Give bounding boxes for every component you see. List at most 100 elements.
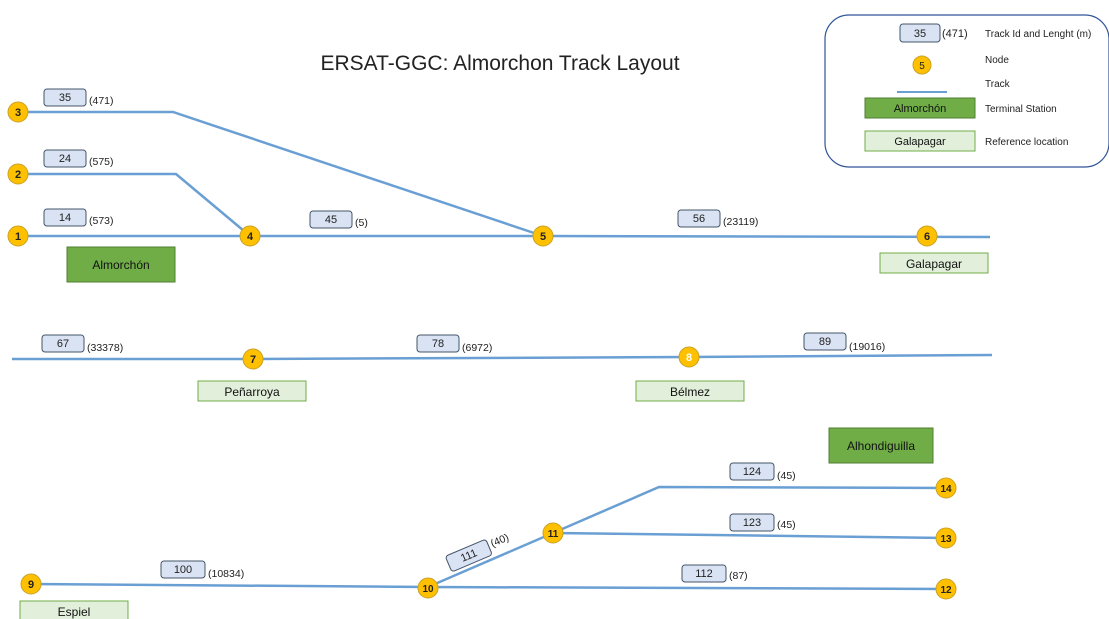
node-13: 13: [935, 527, 957, 549]
track-lines: [12, 110, 993, 591]
track-label-14: 14 (573): [43, 208, 114, 227]
track-id: 100: [174, 564, 192, 576]
track-line-89: [688, 353, 993, 359]
track-line-111: [427, 531, 554, 589]
track-id-box: [681, 564, 727, 583]
node-number: 9: [28, 579, 34, 591]
node-circle: [242, 348, 264, 370]
node-circle: [935, 527, 957, 549]
node-2: 2: [7, 163, 29, 185]
node-circle: [239, 225, 261, 247]
node-number: 14: [940, 484, 952, 495]
legend-reference-box: [864, 130, 976, 152]
node-number: 8: [686, 352, 692, 364]
track-line-78: [252, 355, 690, 361]
legend-track-id-label: Track Id and Lenght (m): [985, 29, 1091, 40]
track-id-box: [41, 334, 85, 353]
node-circle: [7, 101, 29, 123]
track-id-box: [309, 210, 353, 229]
station-box-alhondiguilla: [828, 427, 934, 464]
track-id-box: [729, 462, 775, 481]
station-alhondiguilla: Alhondiguilla: [847, 439, 915, 453]
station-galapagar: Galapagar: [906, 257, 962, 271]
node-circle: [678, 346, 700, 368]
node-5: 5: [532, 225, 554, 247]
track-length: (573): [89, 215, 114, 227]
track-id-box: [43, 88, 87, 107]
track-label-111: 111 (40): [445, 532, 511, 572]
node-10: 10: [417, 577, 439, 599]
track-length: (19016): [849, 341, 885, 353]
track-length: (575): [89, 156, 114, 168]
node-3: 3: [7, 101, 29, 123]
track-id-box: [677, 209, 721, 228]
track-label-112: 112 (87): [681, 564, 748, 583]
node-number: 7: [250, 354, 256, 366]
node-number: 4: [247, 231, 254, 243]
track-label-89: 89 (19016): [803, 332, 885, 353]
track-label-45: 45 (5): [309, 210, 368, 229]
legend-track-label: Track: [985, 79, 1011, 90]
track-id-box: [803, 332, 847, 351]
track-id: 45: [325, 214, 337, 226]
track-label-24: 24 (575): [43, 149, 114, 168]
station-belmez: Bélmez: [670, 385, 710, 399]
track-id: 56: [693, 213, 705, 225]
track-length: (10834): [208, 568, 244, 580]
legend-node-icon: [912, 55, 932, 75]
track-id-box: [729, 513, 775, 532]
track-label-67: 67 (33378): [41, 334, 123, 354]
node-8: 8: [678, 346, 700, 368]
track-id: 124: [743, 466, 761, 478]
track-length: (6972): [462, 342, 492, 354]
node-number: 13: [940, 534, 952, 545]
node-number: 1: [15, 231, 21, 243]
node-11: 11: [542, 522, 564, 544]
track-id-box: [160, 560, 206, 579]
node-number: 6: [924, 231, 930, 243]
track-id: 112: [695, 568, 713, 580]
track-id: 67: [57, 338, 69, 350]
track-id: 24: [59, 153, 71, 165]
node-6: 6: [916, 225, 938, 247]
track-id: 89: [819, 336, 831, 348]
station-box-almorchon: [66, 246, 176, 283]
node-4: 4: [239, 225, 261, 247]
node-number: 12: [940, 585, 952, 596]
track-id: 78: [432, 338, 444, 350]
station-box-galapagar: [879, 252, 989, 274]
node-7: 7: [242, 348, 264, 370]
track-length: (87): [729, 570, 748, 582]
track-label-123: 123 (45): [729, 513, 796, 532]
legend-node-number: 5: [919, 61, 925, 72]
legend-reference-name: Galapagar: [894, 136, 946, 148]
track-line-56: [542, 234, 991, 239]
legend-track-length: (471): [942, 28, 968, 40]
nodes: 1 2 3 4 5 6 7 8: [7, 101, 957, 600]
node-circle: [7, 163, 29, 185]
stations: Almorchón Galapagar Peñarroya Bélmez Alh…: [19, 246, 989, 619]
station-espiel: Espiel: [58, 605, 91, 619]
track-line-112: [427, 585, 947, 591]
track-id-box: [416, 334, 460, 353]
node-1: 1: [7, 225, 29, 247]
track-length: (471): [89, 95, 114, 107]
track-line-123: [552, 531, 947, 540]
track-length: (45): [777, 519, 796, 531]
track-length: (40): [489, 532, 511, 550]
track-label-124: 124 (45): [729, 462, 796, 482]
legend-track-id: 35: [914, 28, 926, 40]
node-number: 11: [548, 529, 559, 540]
track-id: 123: [743, 517, 761, 529]
node-number: 10: [422, 584, 434, 595]
node-12: 12: [935, 578, 957, 600]
track-label-56: 56 (23119): [677, 209, 758, 228]
track-line-24: [20, 172, 251, 237]
track-length: (45): [777, 470, 796, 482]
node-number: 2: [15, 169, 21, 181]
legend-terminal-box: [864, 97, 976, 119]
node-circle: [532, 225, 554, 247]
track-labels: 35 (471) 24 (575) 14 (573) 45 (5) 56 (23…: [41, 88, 885, 583]
diagram-title: ERSAT-GGC: Almorchon Track Layout: [320, 52, 679, 75]
